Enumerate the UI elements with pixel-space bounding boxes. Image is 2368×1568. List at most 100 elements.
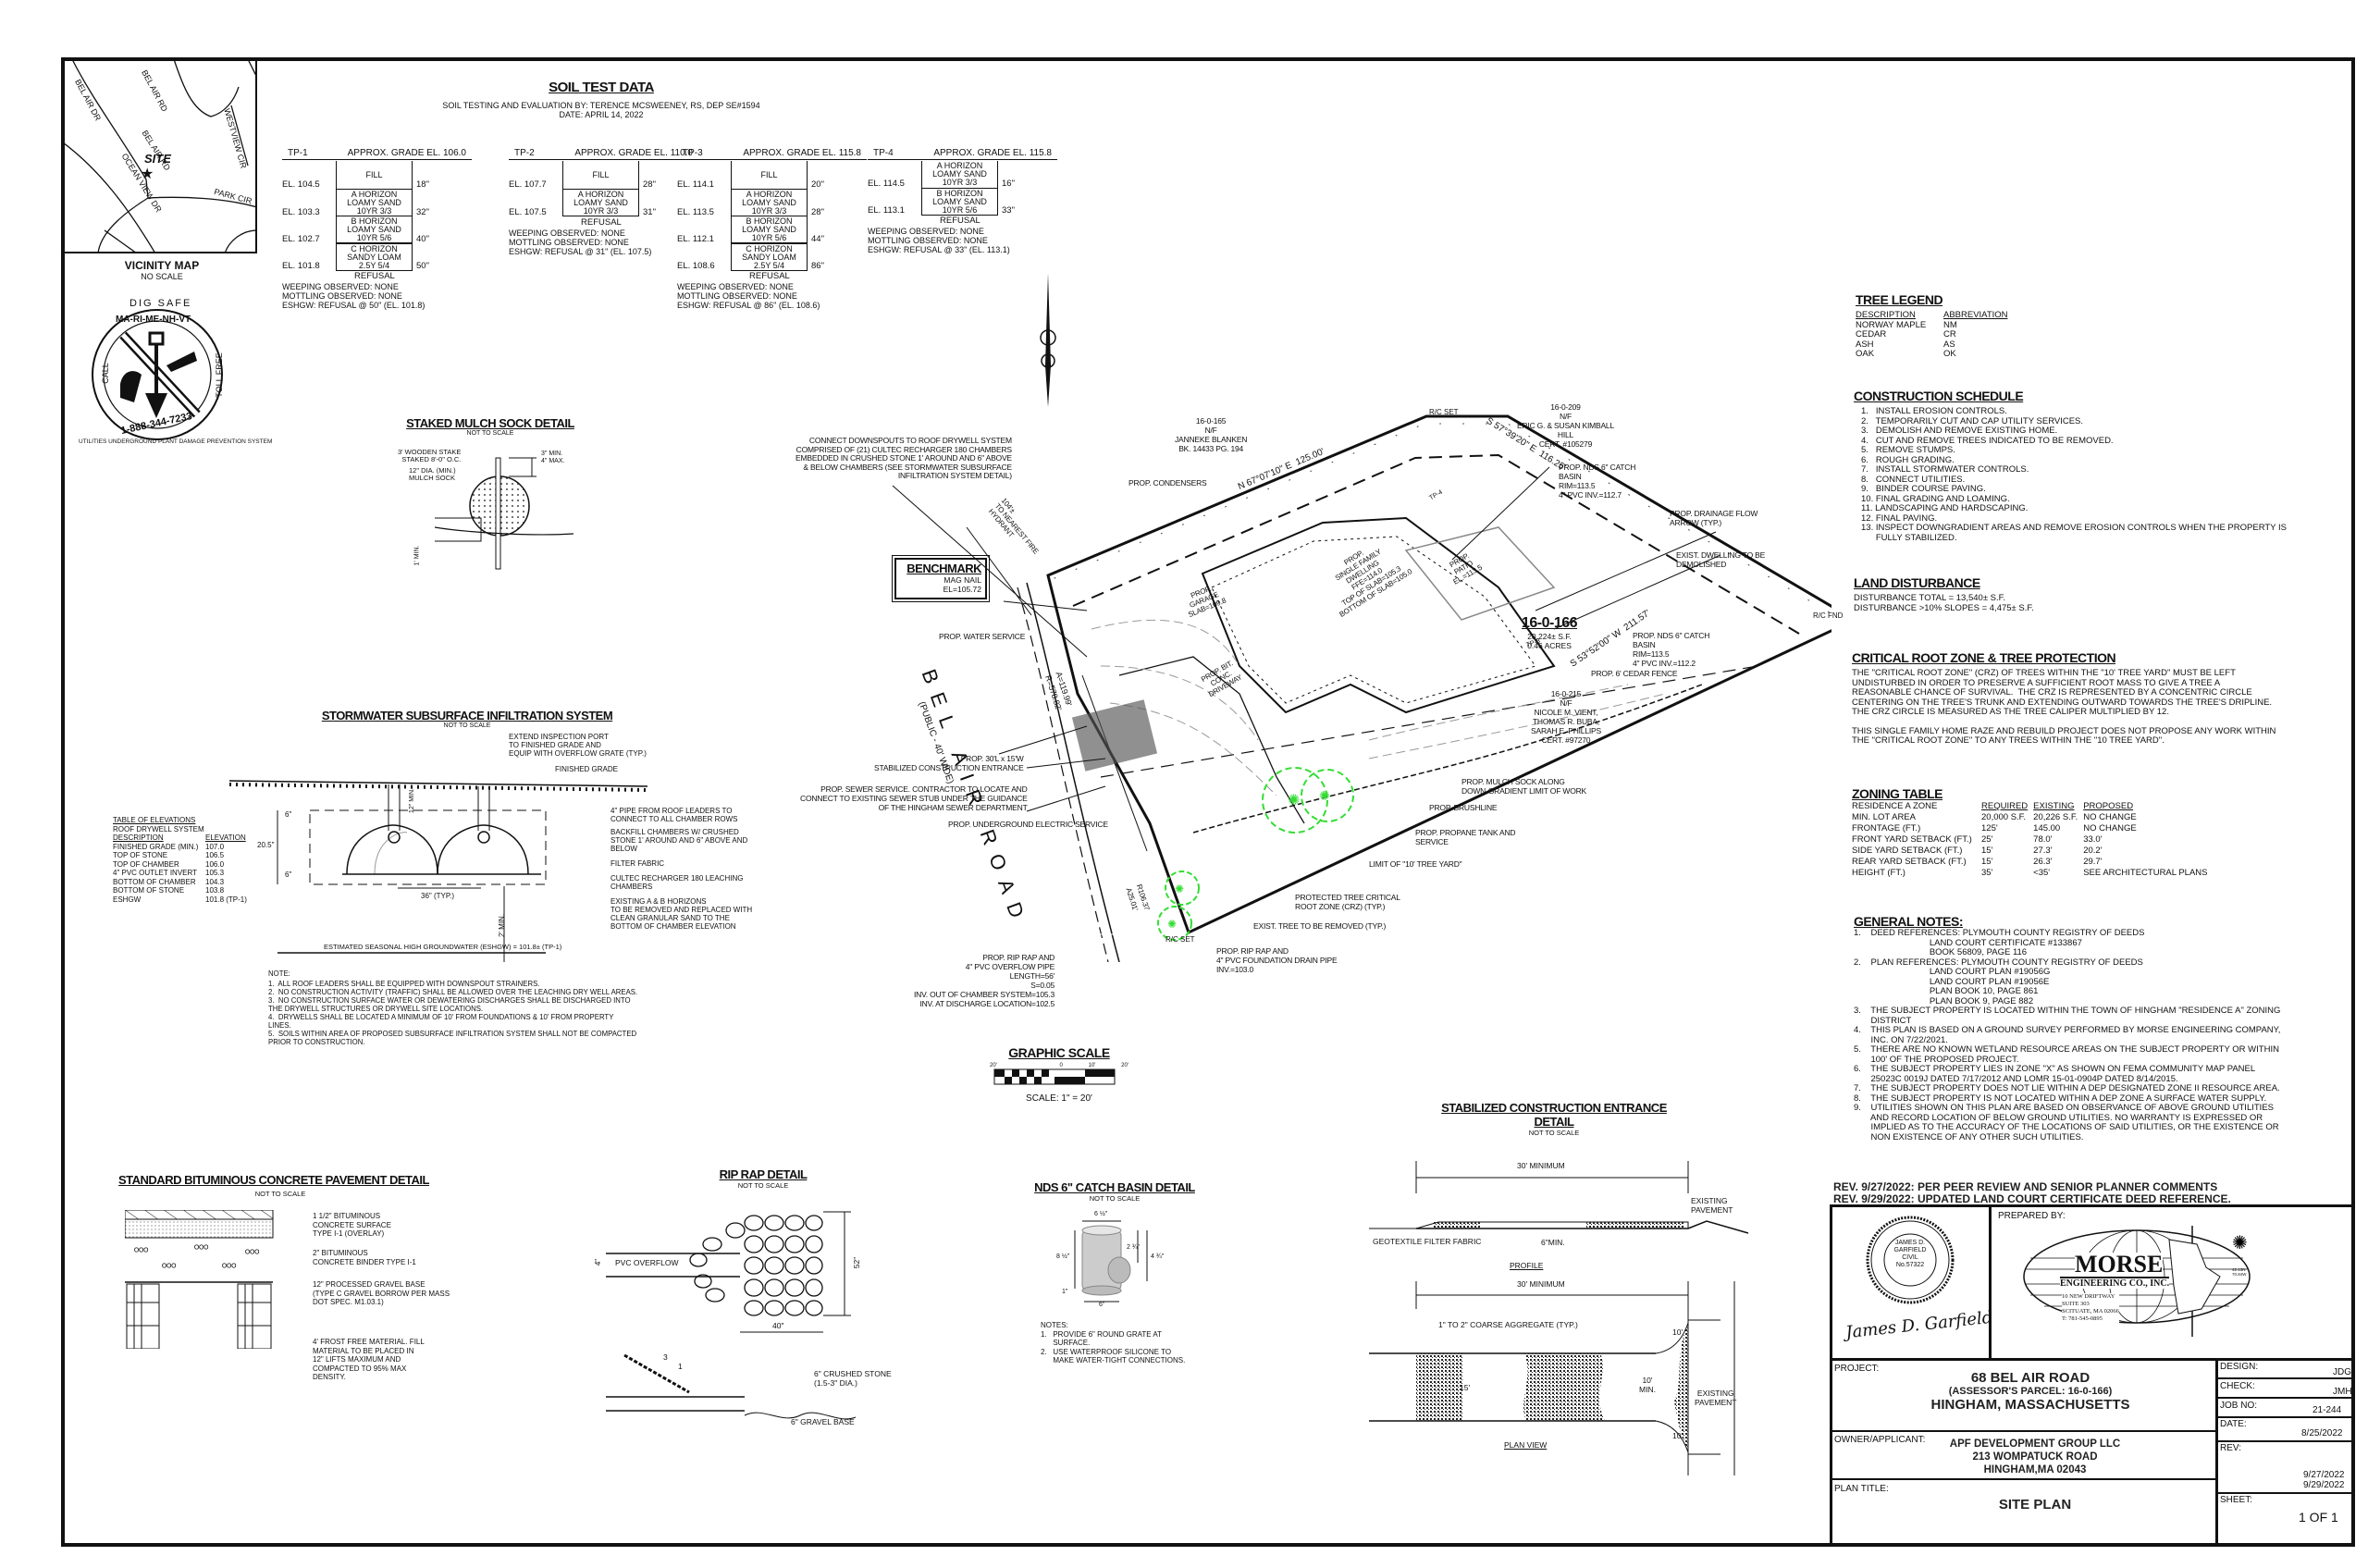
- general-notes: GENERAL NOTES: 1. DEED REFERENCES: PLYMO…: [1854, 914, 2281, 1142]
- zoning-zone: RESIDENCE A ZONE: [1852, 801, 1938, 811]
- tp-id: TP-4: [873, 148, 894, 158]
- tp-note: MOTTLING OBSERVED: NONE: [868, 236, 988, 245]
- rip-rap-title: RIP RAP DETAIL: [719, 1167, 808, 1181]
- check-label: CHECK:: [2220, 1381, 2255, 1391]
- vicinity-map-caption: VICINITY MAP NO SCALE: [92, 259, 231, 281]
- tp-layer: A HORIZON LOAMY SAND 10YR 3/3: [337, 189, 412, 216]
- tree-abbr: CR: [1943, 329, 1956, 340]
- abutter-id: 16-0-215: [1550, 689, 1582, 698]
- schedule-item: 1. INSTALL EROSION CONTROLS.: [1861, 406, 2007, 416]
- stormwater-note: 4. DRYWELLS SHALL BE LOCATED A MINIMUM O…: [268, 1013, 614, 1030]
- tp-layer: A HORIZON LOAMY SAND 10YR 3/3: [932, 161, 987, 187]
- svg-text:ᴼᴼᴼ: ᴼᴼᴼ: [222, 1263, 236, 1273]
- tp-note: ESHGW: REFUSAL @ 86" (EL. 108.6): [677, 301, 820, 310]
- zoning-cell: FRONT YARD SETBACK (FT.): [1852, 834, 1972, 845]
- zoning-cell: 35': [1981, 868, 1993, 878]
- mulch-sock-dim-label: 3" MIN. 4" MAX.: [541, 451, 565, 464]
- site-plan: ✺ ✺ ✺ ✺ CONNECT DOWNSPOUTS TO ROOF DRYWE…: [796, 389, 1858, 1008]
- zoning-header: PROPOSED: [2083, 801, 2134, 811]
- zoning-cell: <35': [2033, 868, 2051, 878]
- entrance-existing-pavement-plan: EXISTING PAVEMENT: [1695, 1389, 1737, 1407]
- tp-column: FILL A HORIZON LOAMY SAND 10YR 3/3 B HOR…: [731, 161, 808, 271]
- tp-column: FILL A HORIZON LOAMY SAND 10YR 3/3: [562, 161, 639, 216]
- abutter-nf: N/F: [1559, 412, 1572, 421]
- site-plan-drawing: ✺ ✺ ✺ ✺: [892, 414, 1858, 963]
- graphic-scale: GRAPHIC SCALE 20' 0 10' 20' SCALE: 1" = …: [990, 1045, 1128, 1104]
- rip-rap-pipe-dim: 4": [594, 1258, 603, 1266]
- zoning-cell: NO CHANGE: [2083, 823, 2137, 833]
- zoning-cell: 27.3': [2033, 846, 2053, 856]
- catch-basin-title: NDS 6" CATCH BASIN DETAIL: [1034, 1180, 1195, 1194]
- catch-basin-header: NDS 6" CATCH BASIN DETAIL NOT TO SCALE: [1018, 1180, 1212, 1203]
- tp-depth: 20": [811, 179, 824, 190]
- company-address: 10 NEW DRIFTWAY SUITE 303 SCITUATE, MA 0…: [2062, 1293, 2119, 1323]
- general-note: 4. THIS PLAN IS BASED ON A GROUND SURVEY…: [1854, 1025, 2281, 1045]
- marker-rc-set: R/C SET: [1429, 408, 1459, 416]
- zoning-cell: FRONTAGE (FT.): [1852, 823, 1921, 833]
- abutter-ref: CERT. #105279: [1538, 439, 1593, 449]
- catch-basin-notes-title: NOTES:: [1041, 1321, 1068, 1329]
- critical-root-zone: CRITICAL ROOT ZONE & TREE PROTECTION THE…: [1852, 650, 2276, 747]
- scale-bar: [993, 1068, 1116, 1085]
- callout-cedar-fence: PROP. 6' CEDAR FENCE: [1591, 669, 1678, 678]
- graphic-scale-title: GRAPHIC SCALE: [1008, 1045, 1110, 1060]
- abutter-name: NICOLE M. VIENT, THOMAS R. BUBA, SARAH E…: [1531, 708, 1601, 735]
- job-no-value: 21-244: [2312, 1405, 2342, 1415]
- schedule-item: 2. TEMPORARILY CUT AND CAP UTILITY SERVI…: [1861, 415, 2084, 426]
- tp-layer: C HORIZON SANDY LOAM 2.5Y 5/4: [732, 242, 807, 270]
- svg-text:✺: ✺: [2232, 1233, 2248, 1253]
- zoning-row: HEIGHT (FT.)35'<35'SEE ARCHITECTURAL PLA…: [1852, 868, 2214, 879]
- schedule-item: 9. BINDER COURSE PAVING.: [1861, 484, 1986, 494]
- tp-refusal: REFUSAL: [940, 216, 980, 226]
- vicinity-map-streets: [63, 59, 255, 252]
- rip-rap-subtitle: NOT TO SCALE: [737, 1181, 789, 1190]
- svg-text:ᴼᴼᴼ: ᴼᴼᴼ: [162, 1263, 176, 1273]
- pavement-callout-binder: 2" BITUMINOUS CONCRETE BINDER TYPE I-1: [313, 1249, 416, 1266]
- general-note: 9. UTILITIES SHOWN ON THIS PLAN ARE BASE…: [1854, 1103, 2279, 1142]
- zoning-header: EXISTING: [2033, 801, 2075, 811]
- test-pit-tp4: TP-4 APPROX. GRADE EL. 115.8 A HORIZON LO…: [868, 148, 1057, 254]
- callout-tree-removed: EXIST. TREE TO BE REMOVED (TYP.): [1253, 921, 1387, 931]
- elevations-system: ROOF DRYWELL SYSTEM: [113, 824, 204, 833]
- cb-dim: 2 ¾": [1127, 1244, 1141, 1251]
- tp-elevation: EL. 107.5: [509, 207, 547, 217]
- elevation-desc: 4" PVC OUTLET INVERT: [113, 869, 198, 877]
- catch-basin-notes: NOTES: 1. PROVIDE 6" ROUND GRATE AT SURF…: [1041, 1321, 1235, 1365]
- stormwater-inspection-callout: EXTEND INSPECTION PORT TO FINISHED GRADE…: [509, 733, 647, 758]
- mulch-sock-drawing: 3' WOODEN STAKE STAKED 8'-0" O.C. 12" DI…: [398, 449, 583, 587]
- tp-elevation: EL. 113.1: [868, 205, 905, 216]
- sheet-value: 1 OF 1: [2299, 1510, 2338, 1525]
- stamp-discipline: CIVIL: [1902, 1254, 1918, 1261]
- abutter-name: JANNEKE BLANKEN: [1175, 435, 1248, 444]
- owner-line: 213 WOMPATUCK ROAD: [1972, 1451, 2098, 1463]
- stamp-name: GARFIELD: [1893, 1247, 1927, 1253]
- dim-2min: 2' MIN.: [498, 913, 507, 938]
- tree-desc: OAK: [1856, 349, 1875, 359]
- callout-condensers: PROP. CONDENSERS: [1128, 478, 1207, 488]
- zoning-cell: 15': [1981, 857, 1993, 867]
- tp-column: FILL A HORIZON LOAMY SAND 10YR 3/3 B HOR…: [336, 161, 413, 271]
- tp-depth: 86": [811, 261, 824, 271]
- general-note: 1. DEED REFERENCES: PLYMOUTH COUNTY REGI…: [1854, 928, 2145, 957]
- cb-dim: 8 ½": [1056, 1253, 1070, 1260]
- schedule-item: 13. INSPECT DOWNGRADIENT AREAS AND REMOV…: [1861, 523, 2287, 543]
- construction-schedule-title: CONSTRUCTION SCHEDULE: [1854, 389, 2024, 403]
- stormwater-drawing: EXTEND INSPECTION PORT TO FINISHED GRADE…: [222, 722, 870, 967]
- scale-tick: 20': [1121, 1063, 1128, 1068]
- tp-elevation: EL. 107.7: [509, 179, 547, 190]
- stormwater-header: STORMWATER SUBSURFACE INFILTRATION SYSTE…: [305, 709, 629, 729]
- north-arrow: [1034, 273, 1062, 407]
- tp-grade: APPROX. GRADE EL. 115.8: [743, 148, 861, 158]
- stormwater-note: 3. NO CONSTRUCTION SURFACE WATER OR DEWA…: [268, 996, 631, 1013]
- tp-note: MOTTLING OBSERVED: NONE: [282, 291, 402, 301]
- tp-note: MOTTLING OBSERVED: NONE: [509, 238, 629, 247]
- plan-title: SITE PLAN: [1998, 1497, 2072, 1512]
- tp-grade: APPROX. GRADE EL. 115.8: [933, 148, 1052, 158]
- mulch-sock-detail: STAKED MULCH SOCK DETAIL NOT TO SCALE: [388, 416, 592, 437]
- construction-schedule: CONSTRUCTION SCHEDULE 1. INSTALL EROSION…: [1854, 389, 2287, 543]
- stamp-name: JAMES D.: [1894, 1240, 1926, 1246]
- entrance-width: 15': [1460, 1383, 1471, 1392]
